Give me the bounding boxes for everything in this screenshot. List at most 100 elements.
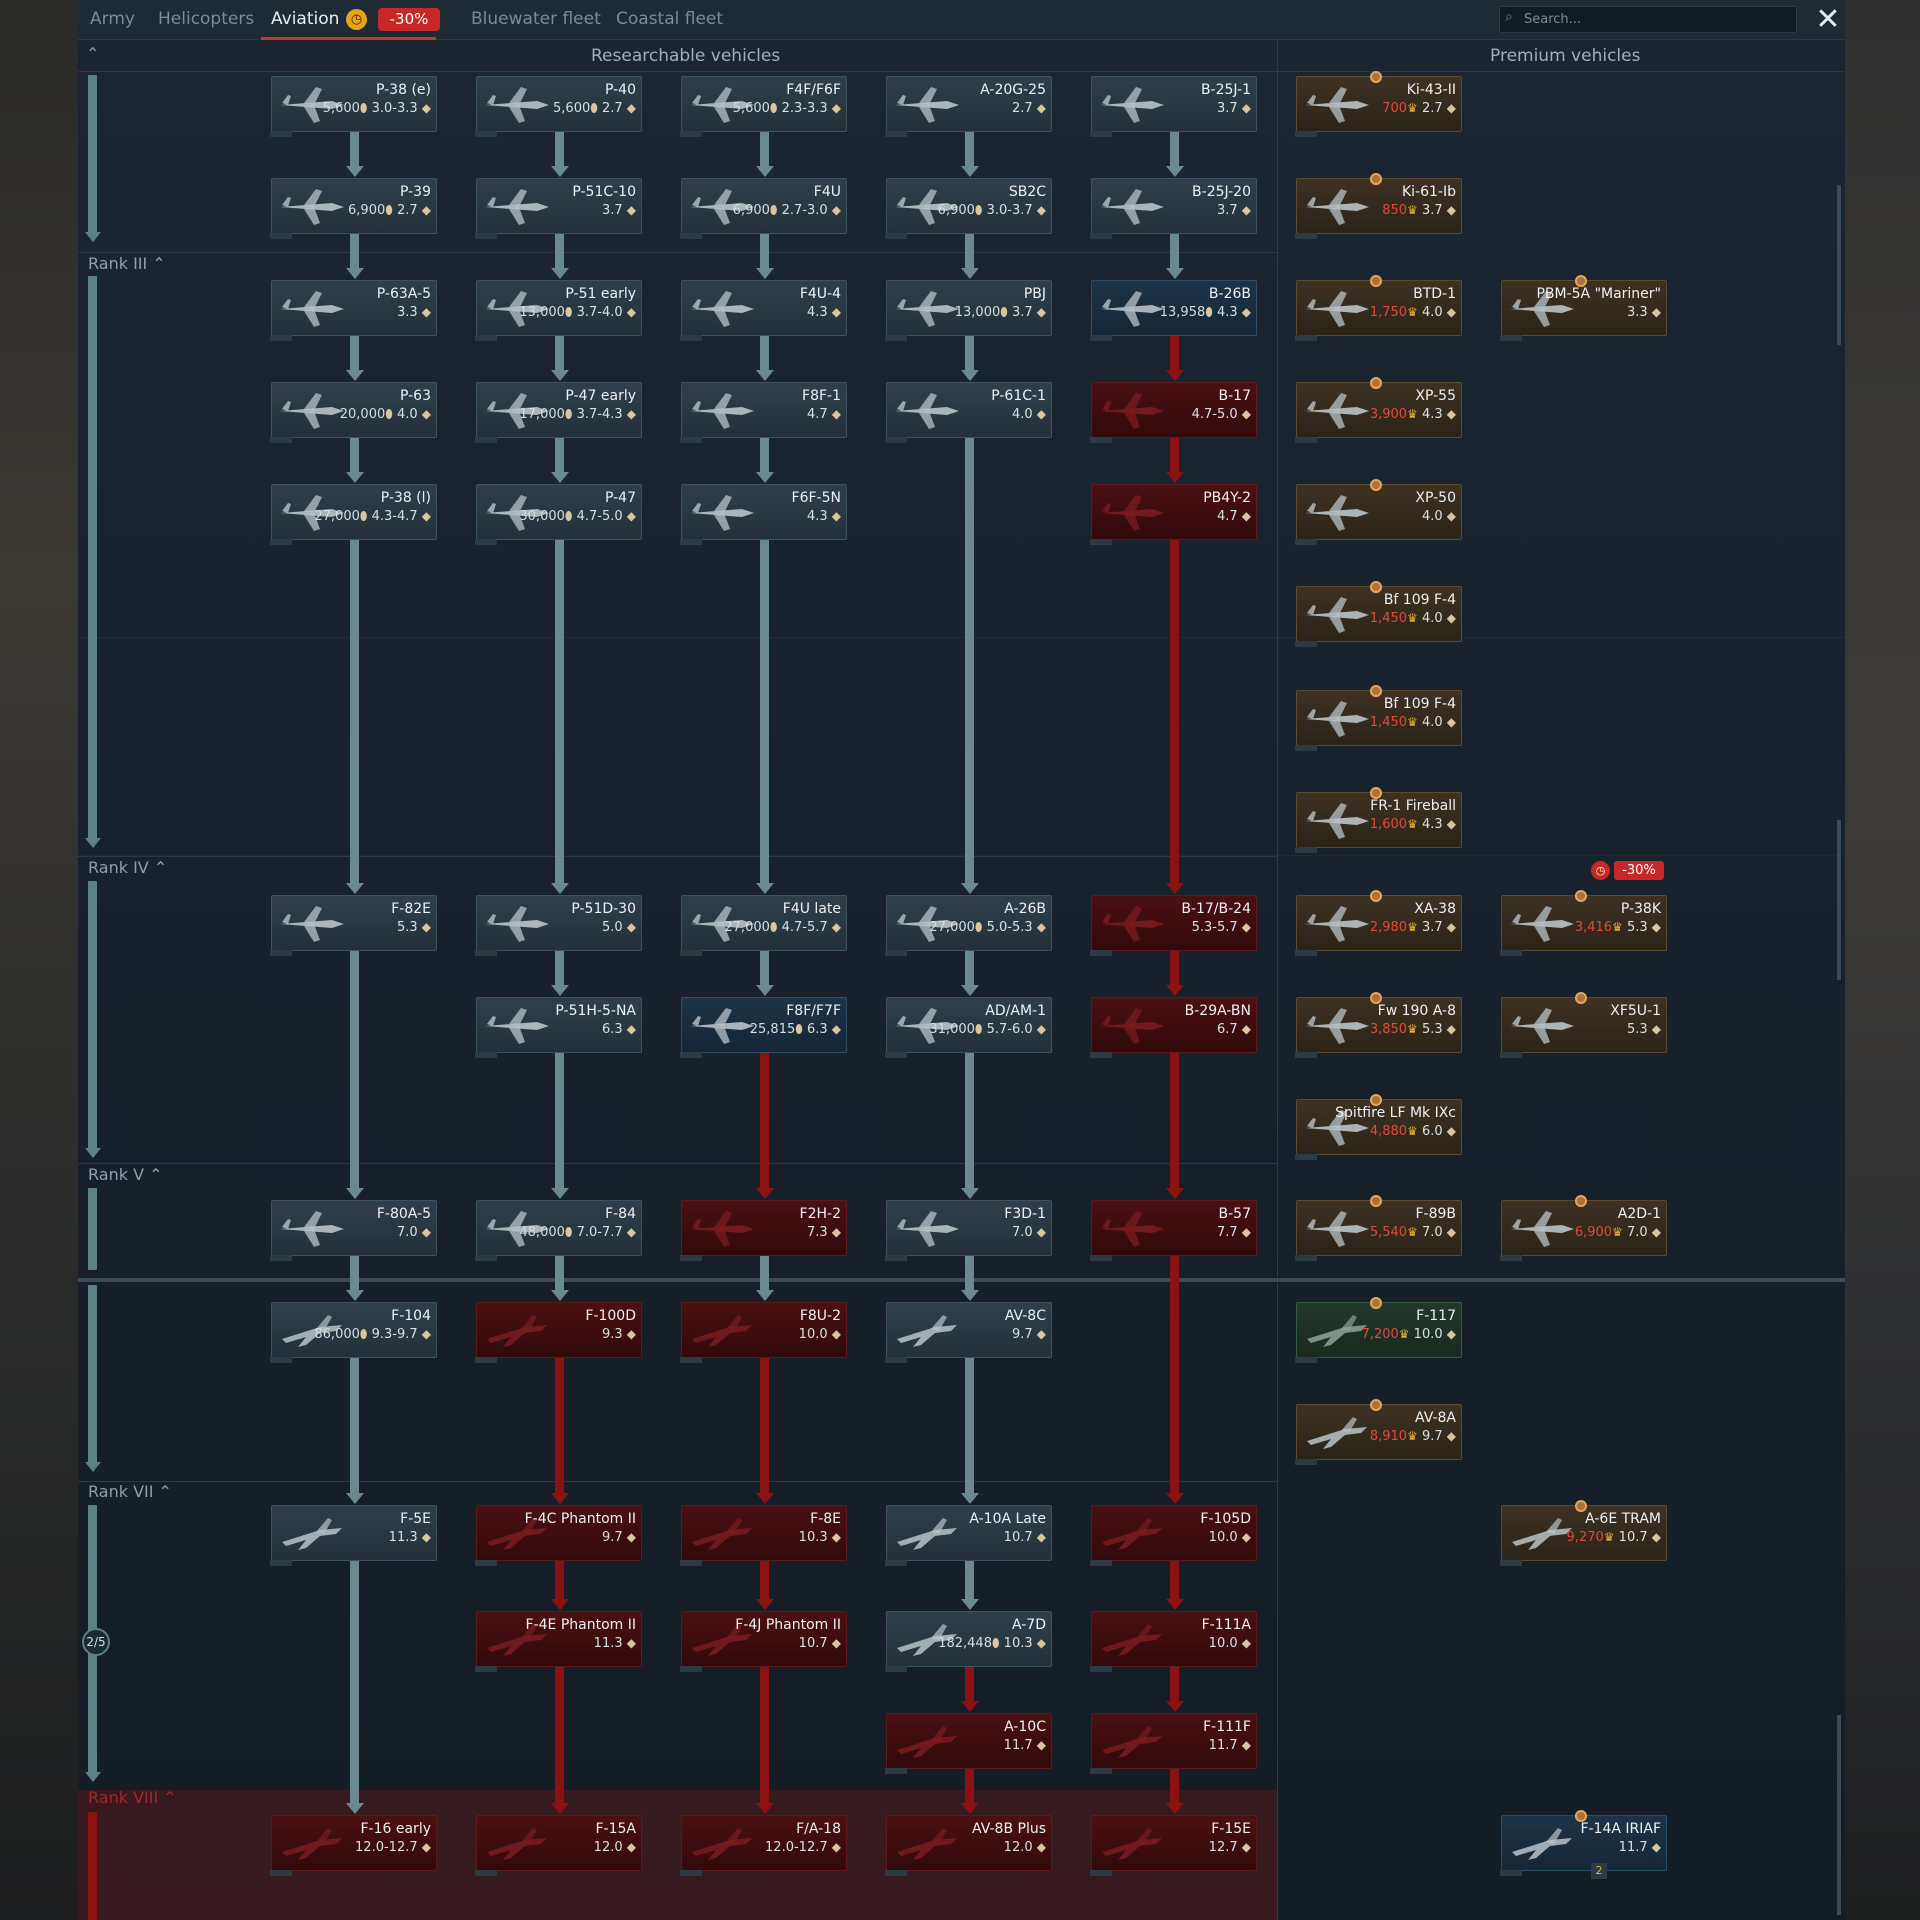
vehicle-stats: 4.0 ◆: [1422, 509, 1456, 524]
tab-aviation[interactable]: Aviation: [261, 0, 436, 40]
tab-bluewater-fleet[interactable]: Bluewater fleet: [471, 9, 601, 29]
tab-army[interactable]: Army: [90, 9, 135, 29]
rank-viii-label[interactable]: Rank VIII ⌃: [88, 1788, 177, 1807]
tab-helicopters[interactable]: Helicopters: [158, 9, 255, 29]
close-button[interactable]: ✕: [1815, 2, 1841, 37]
rank-iv-label[interactable]: Rank IV ⌃: [88, 858, 167, 877]
collapse-all-icon[interactable]: ⌃: [86, 44, 100, 63]
vehicle-card-pbm-5a-mariner[interactable]: PBM-5A "Mariner"3.3 ◆: [1500, 275, 1667, 341]
premium-bubble-icon: [1370, 992, 1382, 1004]
rank-vii-label[interactable]: Rank VII ⌃: [88, 1482, 172, 1501]
aircraft-icon: [276, 1512, 348, 1556]
tree-connector: [555, 336, 564, 370]
scrollbar-thumb[interactable]: [1837, 820, 1841, 980]
scrollbar-thumb[interactable]: [1837, 1715, 1841, 1915]
rank-v-label[interactable]: Rank V ⌃: [88, 1165, 163, 1184]
vehicle-card-p-38-l[interactable]: P-38 (l)27,000⬮ 4.3-4.7 ◆: [270, 484, 437, 545]
search-input[interactable]: Search...: [1499, 6, 1797, 33]
vehicle-card-p-38-e[interactable]: P-38 (e)5,600⬮ 3.0-3.3 ◆: [270, 76, 437, 137]
card-tab: [1295, 233, 1317, 239]
tab-coastal-fleet[interactable]: Coastal fleet: [616, 9, 724, 29]
tech-tree-window: Army Helicopters Aviation ◷ -30% Bluewat…: [78, 0, 1845, 1920]
rank-iii-label[interactable]: Rank III ⌃: [88, 254, 166, 273]
scrollbar-thumb[interactable]: [1837, 185, 1841, 345]
